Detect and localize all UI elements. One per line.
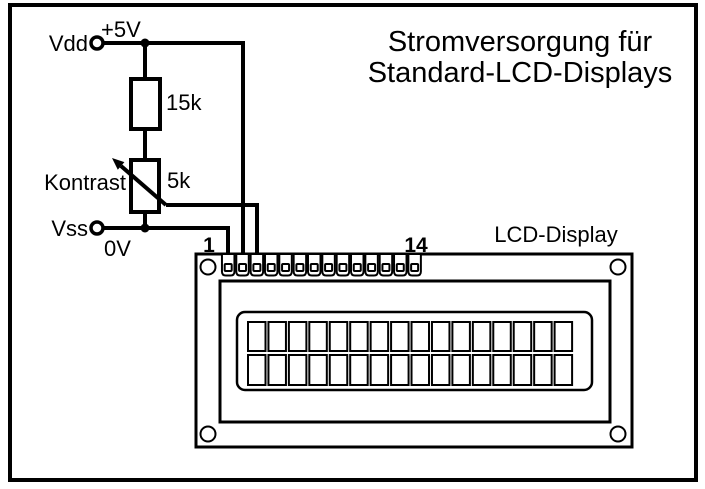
- lcd-pin-hole: [295, 263, 305, 272]
- character-cell: [247, 321, 267, 352]
- character-cell: [267, 354, 287, 386]
- character-cell: [369, 321, 390, 352]
- lcd-pin-hole: [238, 263, 248, 272]
- mounting-hole-bottom-right: [609, 425, 627, 443]
- lcd-pin-hole: [410, 263, 420, 272]
- lcd-pin-hole: [281, 263, 291, 272]
- resistor-15k: 15k: [129, 43, 202, 162]
- ground-rail-0v: Vss 0V: [51, 216, 230, 261]
- resistor-value-label: 15k: [166, 90, 202, 115]
- junction-dot-0v: [140, 223, 150, 233]
- lcd-pin-hole: [266, 263, 276, 272]
- lcd-pin-hole: [309, 263, 319, 272]
- character-cell: [533, 321, 553, 352]
- character-cell: [451, 321, 471, 352]
- character-cell: [308, 321, 328, 352]
- plus5v-label: +5V: [101, 17, 141, 42]
- lcd-module: 1 14 LCD-Display: [194, 222, 634, 449]
- character-cell: [349, 321, 369, 352]
- character-cell: [512, 354, 533, 386]
- lcd-pin-hole: [338, 263, 348, 272]
- lcd-pin-hole: [381, 263, 391, 272]
- mounting-hole-top-left: [199, 258, 217, 276]
- pin-14-number: 14: [404, 234, 428, 257]
- lcd-pin-hole: [395, 263, 405, 272]
- character-cell: [369, 354, 390, 386]
- lcd-pin-hole: [252, 263, 262, 272]
- wiper-arrow-head: [112, 158, 125, 170]
- diagram-border: [8, 3, 698, 482]
- character-cell: [492, 354, 512, 386]
- pin-header: [220, 255, 422, 277]
- pot-value-label: 5k: [167, 168, 191, 193]
- supply-rail-5v: Vdd +5V: [49, 17, 245, 256]
- lcd-pin-hole: [324, 263, 334, 272]
- wire-wiper-to-pin3: [166, 203, 259, 256]
- character-cell: [553, 354, 574, 386]
- character-cell: [492, 321, 512, 352]
- character-cell: [410, 321, 431, 352]
- character-cell: [451, 354, 471, 386]
- terminal-vdd: [89, 35, 105, 51]
- title-line-1: Stromversorgung für: [388, 26, 653, 58]
- lcd-pin-hole: [352, 263, 362, 272]
- character-cell: [328, 354, 349, 386]
- potentiometer-5k: 5k Kontrast: [44, 158, 259, 256]
- terminal-vss: [89, 220, 105, 236]
- kontrast-label: Kontrast: [44, 170, 126, 195]
- character-cell: [471, 321, 492, 352]
- character-cell: [308, 354, 328, 386]
- character-cell: [349, 354, 369, 386]
- character-cell: [512, 321, 533, 352]
- title-line-2: Standard-LCD-Displays: [368, 57, 673, 89]
- lcd-pin-hole: [367, 263, 377, 272]
- lcd-display-label: LCD-Display: [494, 222, 617, 247]
- character-cells: [247, 321, 574, 386]
- character-cell: [430, 354, 451, 386]
- character-cell: [390, 354, 410, 386]
- character-cell: [267, 321, 287, 352]
- wire-5v: [104, 41, 245, 256]
- vss-label: Vss: [51, 216, 88, 241]
- pin-1-number: 1: [203, 234, 215, 257]
- resistor-body: [129, 77, 162, 131]
- mounting-hole-bottom-left: [199, 425, 217, 443]
- vdd-label: Vdd: [49, 31, 88, 56]
- zerov-label: 0V: [104, 236, 131, 261]
- character-cell: [390, 321, 410, 352]
- diagram-title: Stromversorgung für Standard-LCD-Display…: [368, 26, 673, 89]
- character-cell: [247, 354, 267, 386]
- wiper-arrow-shaft: [119, 164, 168, 207]
- lcd-pin-hole: [223, 263, 233, 272]
- character-cell: [287, 354, 308, 386]
- character-cell: [287, 321, 308, 352]
- mounting-hole-top-right: [609, 258, 627, 276]
- character-cell: [553, 321, 574, 352]
- character-cell: [430, 321, 451, 352]
- character-cell: [471, 354, 492, 386]
- character-cell: [410, 354, 431, 386]
- character-cell: [533, 354, 553, 386]
- character-cell: [328, 321, 349, 352]
